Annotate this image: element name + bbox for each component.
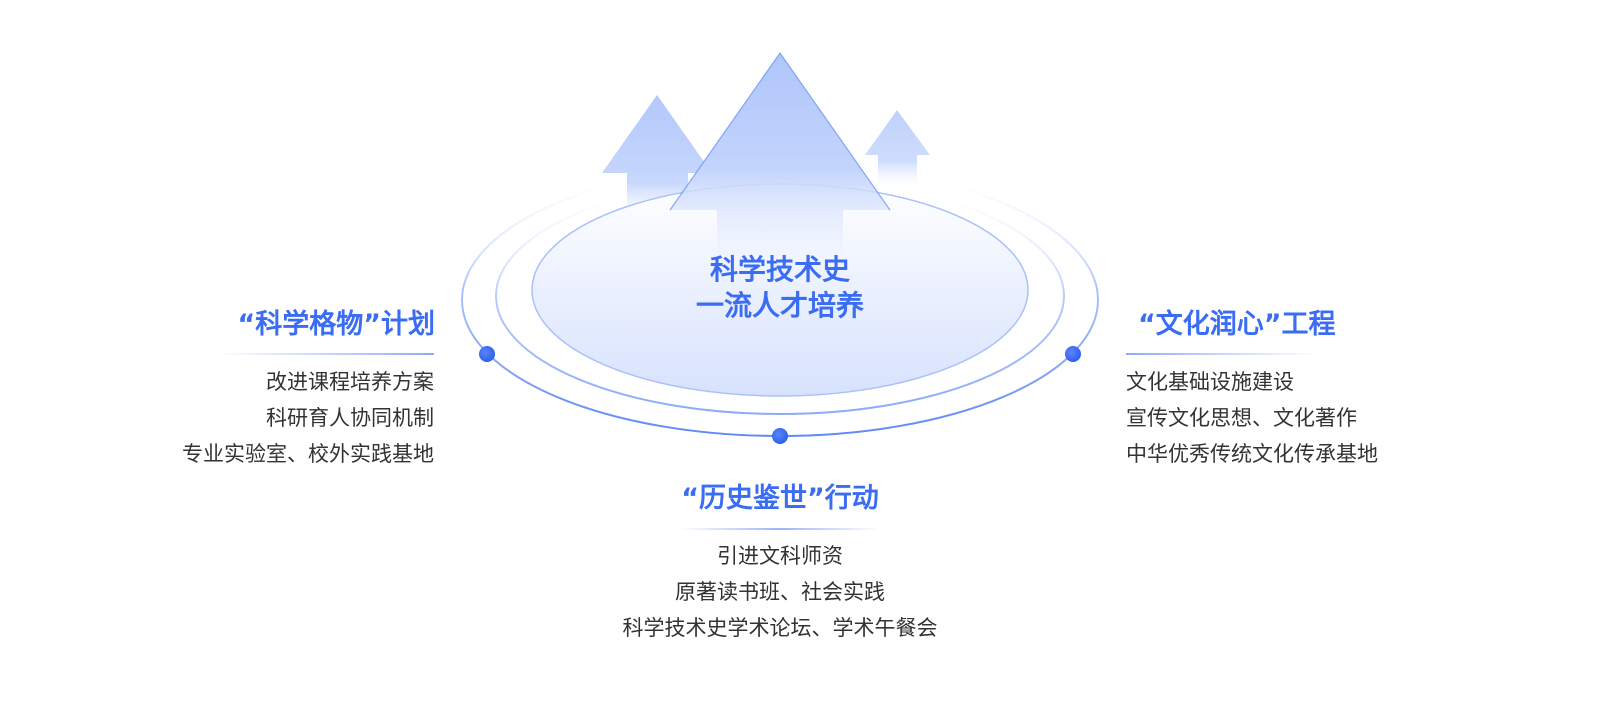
right-item-3: 中华优秀传统文化传承基地 — [1126, 442, 1378, 466]
right-block-title: “文化润心”工程 — [1138, 309, 1336, 340]
left-item-1: 改进课程培养方案 — [266, 370, 434, 394]
bottom-divider — [680, 528, 880, 530]
bottom-item-2: 原著读书班、社会实践 — [675, 580, 885, 604]
right-item-2: 宣传文化思想、文化著作 — [1126, 406, 1357, 430]
left-divider — [220, 353, 434, 355]
bottom-item-3: 科学技术史学术论坛、学术午餐会 — [622, 616, 938, 640]
right-dot-icon — [1065, 346, 1081, 362]
center-arrow-icon — [670, 53, 890, 265]
bottom-dot-icon — [772, 428, 788, 444]
left-item-3: 专业实验室、校外实践基地 — [182, 442, 434, 466]
left-item-2: 科研育人协同机制 — [266, 406, 434, 430]
center-title-line2: 一流人才培养 — [695, 289, 864, 322]
center-title: 科学技术史 一流人才培养 — [620, 252, 940, 324]
right-item-1: 文化基础设施建设 — [1126, 370, 1294, 394]
center-title-line1: 科学技术史 — [709, 253, 850, 286]
left-block-title: “科学格物”计划 — [237, 309, 436, 340]
bottom-item-1: 引进文科师资 — [717, 544, 843, 568]
right-arrow-icon — [865, 110, 930, 190]
right-divider — [1126, 353, 1316, 355]
left-dot-icon — [479, 346, 495, 362]
bottom-block-title: “历史鉴世”行动 — [681, 483, 879, 514]
